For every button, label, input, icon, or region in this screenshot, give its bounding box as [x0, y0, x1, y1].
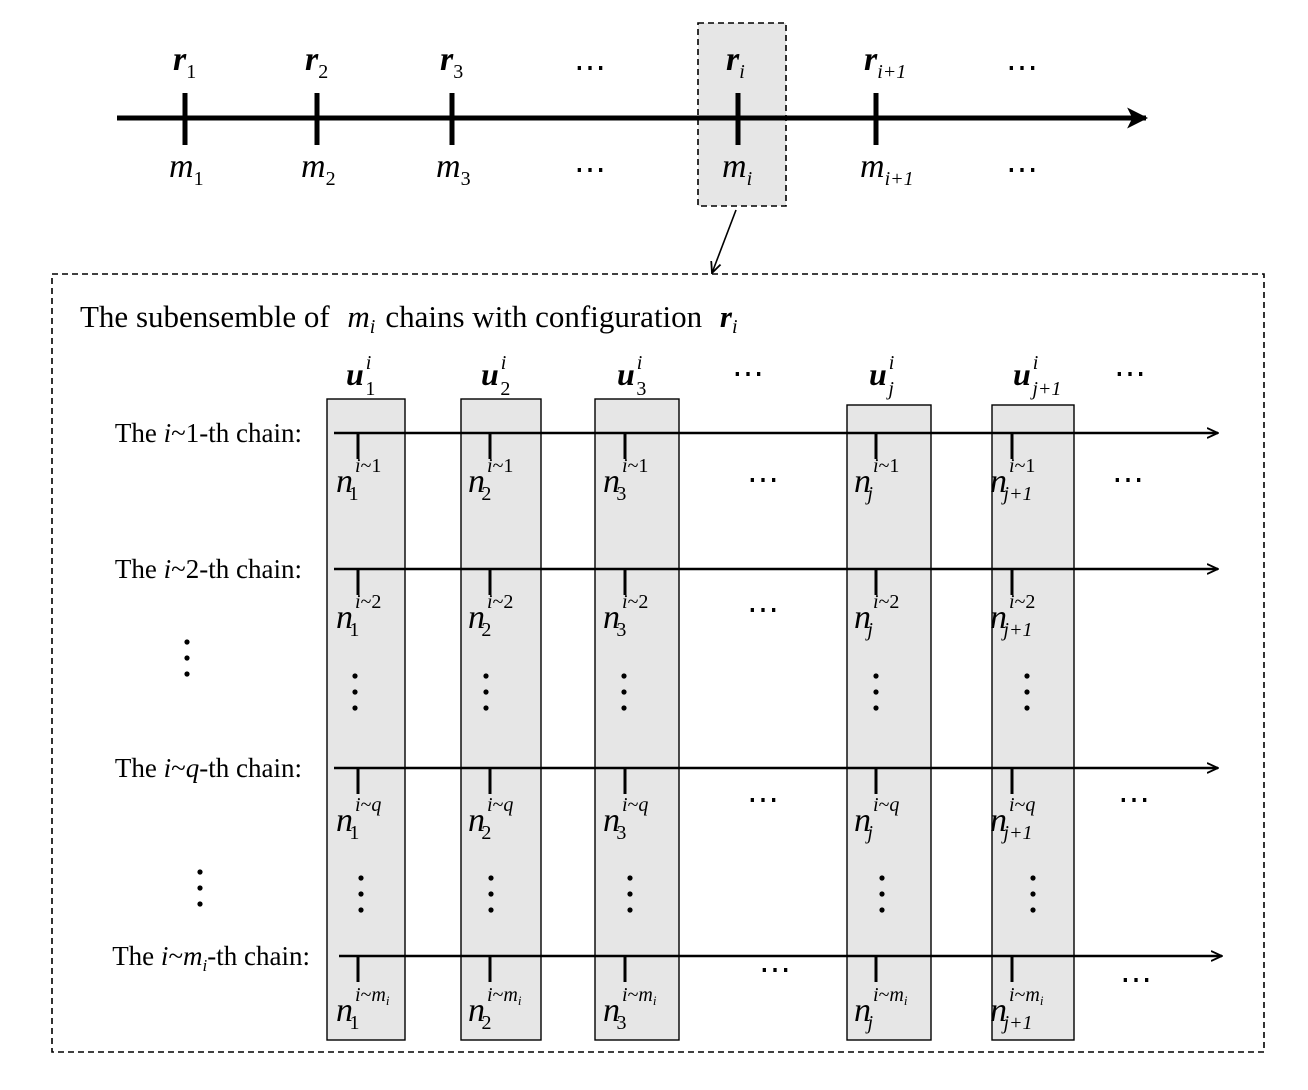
vertical-ellipsis: [621, 673, 627, 711]
column-box: [846, 404, 932, 1041]
chain-label: The i~mi-th chain:: [112, 941, 310, 975]
axis-ticks: r1 m1 r2 m2 r3 m3 ⋯ ⋯ ri mi ri+1 mi+1 ⋯ ⋯: [169, 41, 1038, 190]
ellipsis: ⋯: [1112, 461, 1144, 497]
bottom-ellipsis: ⋯: [574, 151, 606, 187]
column-box: [326, 398, 406, 1041]
top-ellipsis: ⋯: [574, 49, 606, 85]
vertical-ellipsis: [184, 639, 190, 677]
vertical-ellipsis: [879, 875, 885, 913]
vertical-ellipsis: [873, 673, 879, 711]
ellipsis: ⋯: [747, 591, 779, 627]
chain-label: The i~q-th chain:: [115, 753, 302, 783]
r-label: r2: [305, 41, 328, 83]
column-box: [594, 398, 680, 1041]
bottom-ellipsis: ⋯: [1006, 151, 1038, 187]
ellipsis: ⋯: [747, 781, 779, 817]
vertical-ellipsis: [627, 875, 633, 913]
vertical-ellipsis: [358, 875, 364, 913]
m-label: mi: [722, 148, 752, 190]
vertical-ellipsis: [1024, 673, 1030, 711]
column-box: [460, 398, 542, 1041]
vertical-ellipsis: [483, 673, 489, 711]
subensemble-box: [51, 273, 1265, 1053]
vertical-ellipsis: [197, 869, 203, 907]
ellipsis-marks: ⋯ ⋯ ⋯ ⋯ ⋯ ⋯ ⋯: [184, 461, 1152, 997]
r-label: r3: [440, 41, 463, 83]
ellipsis: ⋯: [1120, 961, 1152, 997]
vertical-ellipsis: [1030, 875, 1036, 913]
r-label: ri: [726, 41, 745, 83]
m-label: m2: [301, 148, 336, 190]
header-ellipsis: ⋯: [732, 355, 764, 391]
m-label: m3: [436, 148, 471, 190]
ellipsis: ⋯: [747, 461, 779, 497]
vertical-ellipsis: [352, 673, 358, 711]
top-ellipsis: ⋯: [1006, 49, 1038, 85]
r-label: ri+1: [864, 41, 906, 83]
m-label: mi+1: [860, 148, 914, 190]
chain-label: The i~2-th chain:: [115, 554, 302, 584]
m-label: m1: [169, 148, 204, 190]
pointer-arrow: [712, 209, 737, 273]
ellipsis: ⋯: [759, 951, 791, 987]
chain-label: The i~1-th chain:: [115, 418, 302, 448]
highlight-box: [697, 22, 787, 207]
r-label: r1: [173, 41, 196, 83]
header-ellipsis: ⋯: [1114, 355, 1146, 391]
column-box: [991, 404, 1075, 1041]
ellipsis: ⋯: [1118, 781, 1150, 817]
column-boxes: [326, 398, 1075, 1041]
vertical-ellipsis: [488, 875, 494, 913]
